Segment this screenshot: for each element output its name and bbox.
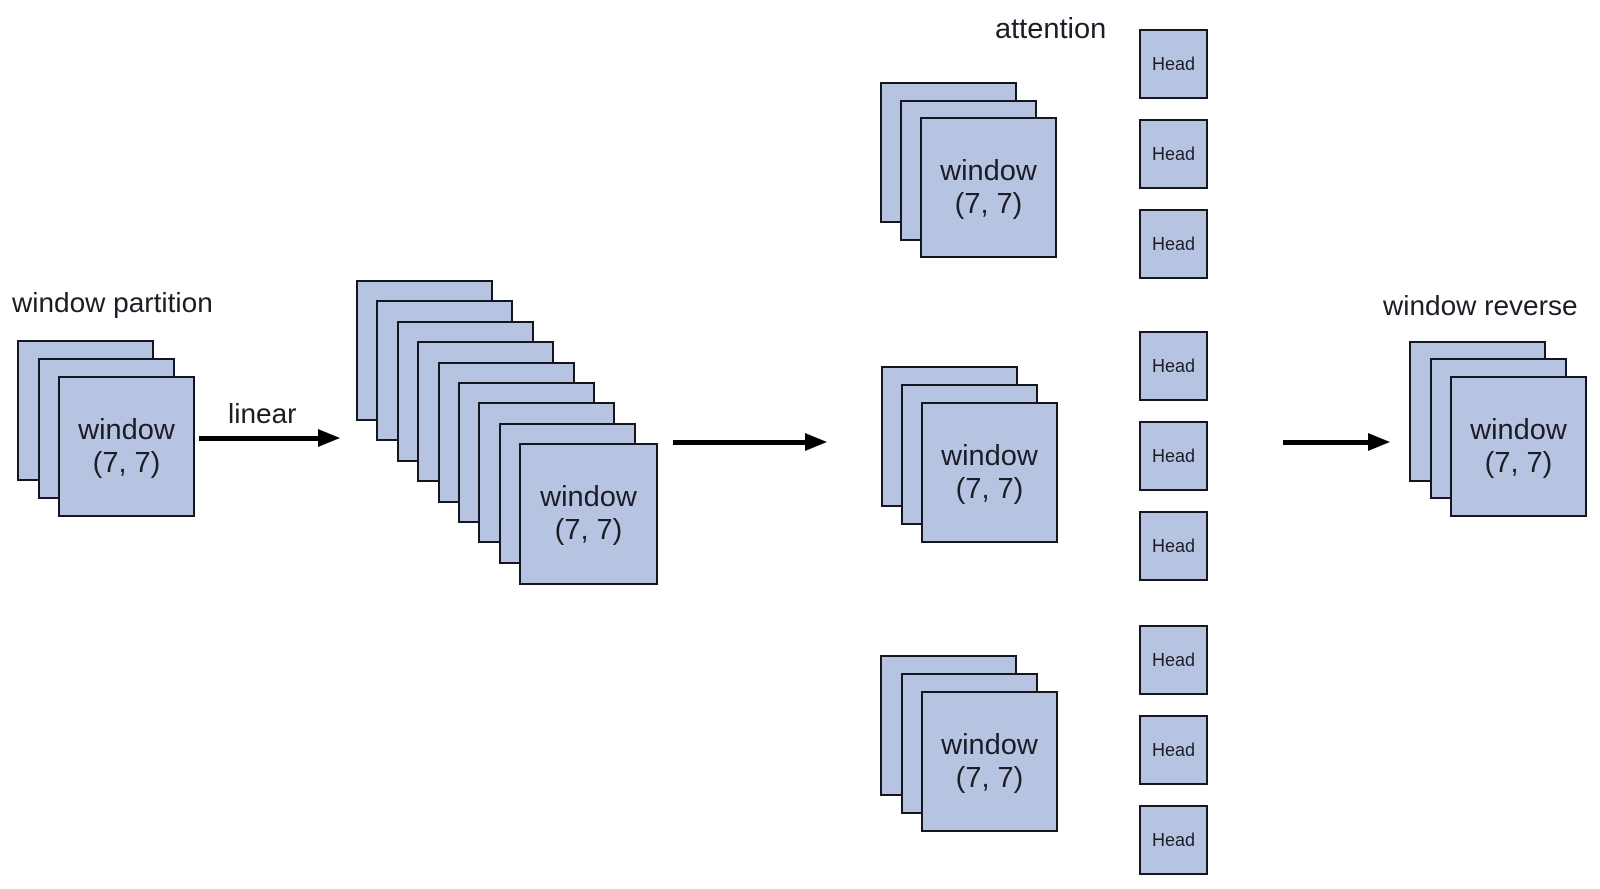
arrow-shaft: [673, 439, 807, 445]
arrow-head-icon: [318, 429, 340, 447]
window-box-front: window (7, 7): [58, 376, 195, 517]
head-box: Head: [1139, 625, 1208, 695]
label-linear: linear: [228, 398, 297, 429]
window-box-label: window (7, 7): [540, 481, 637, 546]
label-window-reverse: window reverse: [1383, 290, 1578, 321]
window-box-label: window (7, 7): [940, 154, 1037, 220]
window-box-front: window (7, 7): [921, 402, 1058, 543]
window-box-label: window (7, 7): [1470, 413, 1567, 479]
head-box: Head: [1139, 421, 1208, 491]
head-box: Head: [1139, 119, 1208, 189]
window-box-label: window (7, 7): [941, 728, 1038, 794]
window-box-label: window (7, 7): [78, 413, 175, 479]
arrow-shaft: [1283, 439, 1370, 445]
head-box: Head: [1139, 715, 1208, 785]
window-box-front: window (7, 7): [920, 117, 1057, 258]
window-box-front: window (7, 7): [921, 691, 1058, 832]
window-box-front: window (7, 7): [1450, 376, 1587, 517]
arrow-linear: [199, 429, 340, 447]
window-box-front: window (7, 7): [519, 443, 658, 585]
head-box: Head: [1139, 331, 1208, 401]
arrow-head-icon: [1368, 433, 1390, 451]
label-attention: attention: [995, 13, 1107, 45]
arrow-to-window-reverse: [1283, 433, 1390, 451]
arrow-to-attention: [673, 433, 827, 451]
head-box: Head: [1139, 805, 1208, 875]
arrow-shaft: [199, 435, 320, 441]
window-box-label: window (7, 7): [941, 439, 1038, 505]
arrow-head-icon: [805, 433, 827, 451]
head-box: Head: [1139, 29, 1208, 99]
head-box: Head: [1139, 209, 1208, 279]
label-window-partition: window partition: [12, 287, 213, 318]
head-box: Head: [1139, 511, 1208, 581]
